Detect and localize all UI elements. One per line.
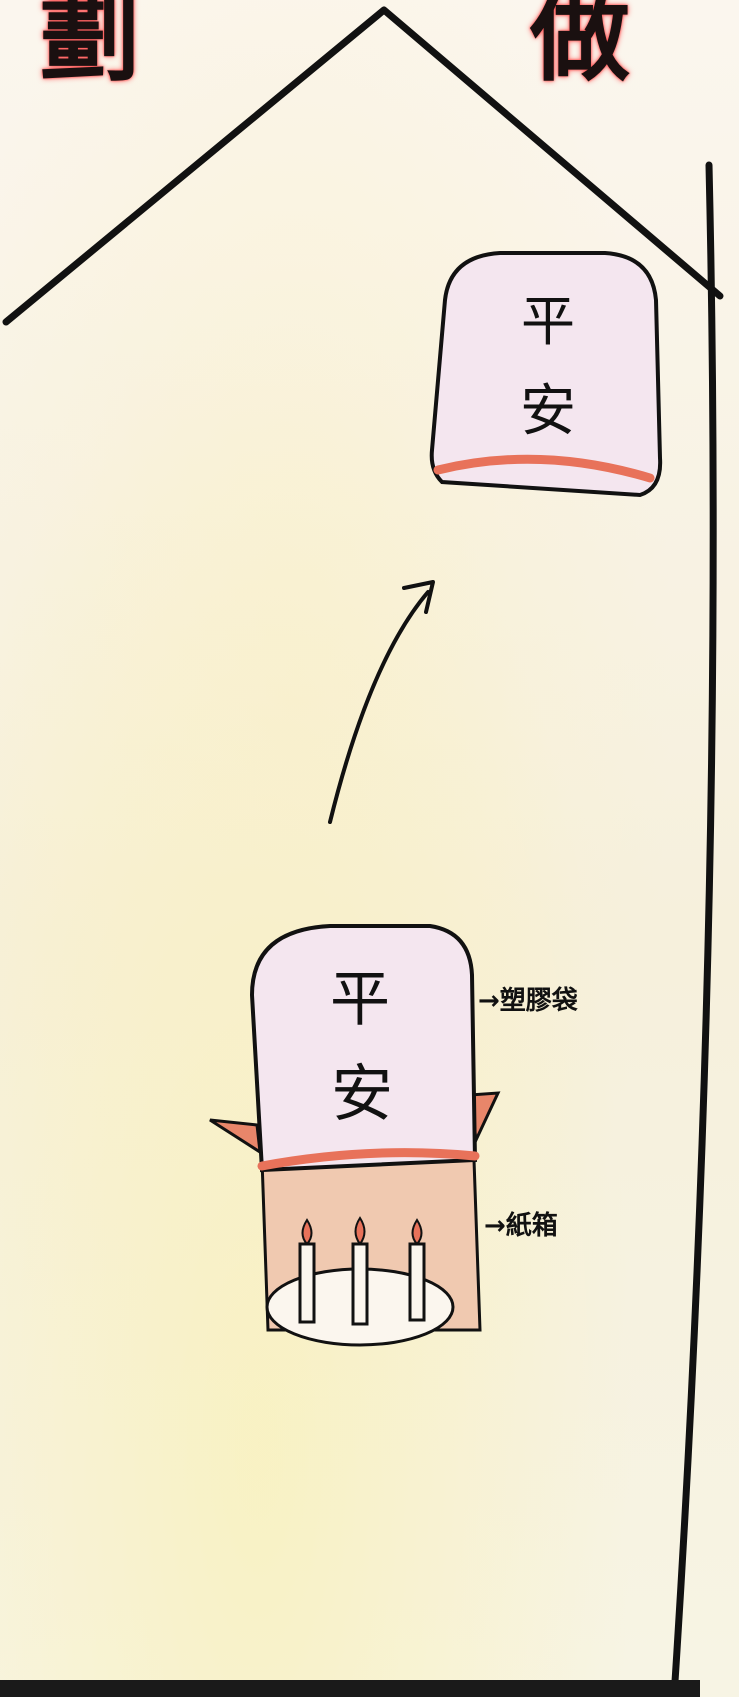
lantern-top: 平 安 xyxy=(429,251,663,498)
rising-arrow-icon xyxy=(328,590,430,824)
candle-3 xyxy=(408,1218,426,1322)
right-wall-line xyxy=(670,161,717,1697)
lantern-top-char-1: 平 xyxy=(521,290,575,353)
callout-plastic-bag: →塑膠袋 xyxy=(478,980,578,1017)
plastic-bag xyxy=(249,924,478,1173)
heading-left-char: 劃 xyxy=(40,0,140,95)
callout-box-label: 紙箱 xyxy=(505,1211,558,1241)
callout-arrow-icon: → xyxy=(484,1211,506,1241)
callout-bag-label: 塑膠袋 xyxy=(499,986,578,1016)
left-flap xyxy=(209,1118,262,1155)
bottom-edge-shadow xyxy=(0,1680,700,1697)
lantern-top-char-2: 安 xyxy=(520,379,576,444)
lantern-bottom-char-1: 平 xyxy=(330,965,390,1035)
roof-outline xyxy=(2,6,724,326)
candle-2 xyxy=(351,1216,369,1326)
candle-1 xyxy=(298,1218,316,1324)
heading-right-char: 做 xyxy=(530,0,630,95)
callout-arrow-icon: → xyxy=(478,986,500,1016)
arrow-head xyxy=(402,580,435,614)
lantern-bottom-char-2: 安 xyxy=(331,1057,393,1130)
callout-paper-box: →紙箱 xyxy=(484,1205,558,1242)
